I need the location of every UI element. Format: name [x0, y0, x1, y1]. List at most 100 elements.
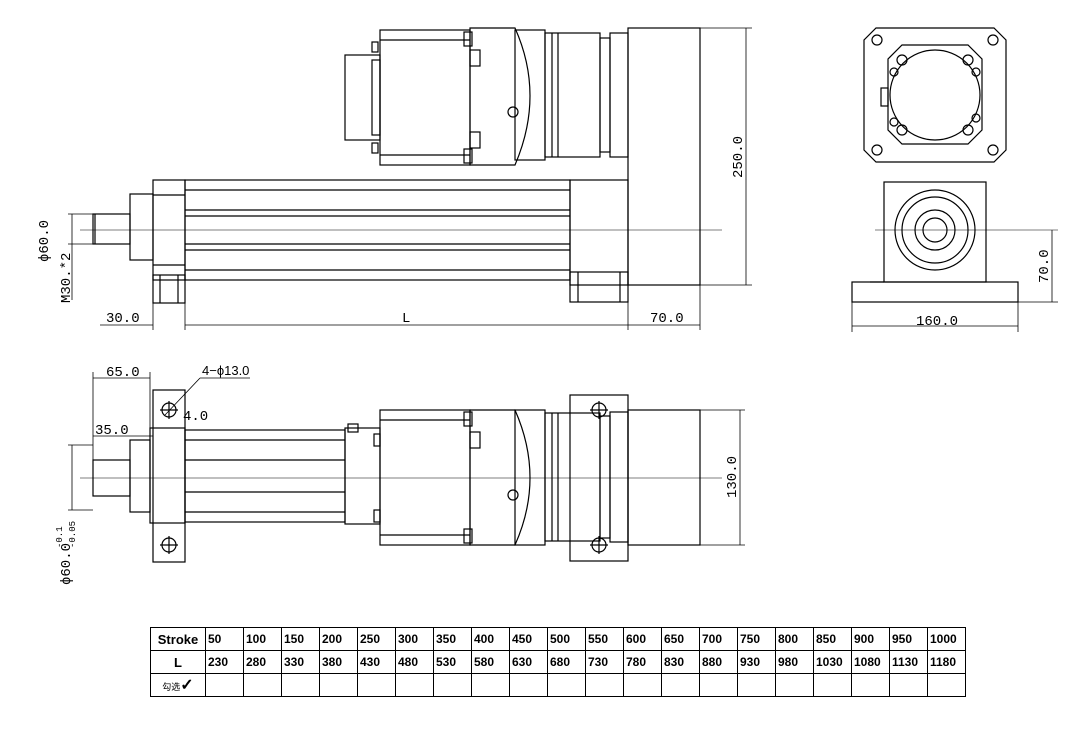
length-cell: 430 [357, 650, 396, 674]
length-cell: 330 [281, 650, 320, 674]
check-label: 勾选 [162, 682, 181, 692]
stroke-cell: 50 [205, 627, 244, 651]
dim-width-130: 130.0 [725, 456, 741, 498]
side-view-dimensions [68, 27, 752, 330]
length-cell: 1130 [889, 650, 928, 674]
dim-pos-35: 35.0 [95, 423, 129, 439]
check-cell[interactable] [737, 673, 776, 697]
length-cell: 930 [737, 650, 776, 674]
check-cell[interactable] [699, 673, 738, 697]
motor-connector [344, 54, 381, 141]
check-cell[interactable] [471, 673, 510, 697]
stroke-length-table: Stroke 50 100 150 200 250 300 350 400 45… [150, 627, 966, 697]
dim-offset-4: 4.0 [183, 409, 208, 425]
end-view [851, 27, 1058, 303]
check-header: 勾选✓ [150, 673, 206, 697]
dim-height-250: 250.0 [731, 136, 747, 178]
side-view [80, 27, 722, 304]
check-cell[interactable] [395, 673, 434, 697]
rod-end [129, 193, 154, 261]
stroke-cell: 150 [281, 627, 320, 651]
dim-holes-4x13: 4−ϕ13.0 [202, 363, 249, 378]
check-cell[interactable] [851, 673, 890, 697]
stroke-cell: 650 [661, 627, 700, 651]
check-cell[interactable] [927, 673, 966, 697]
stroke-cell: 800 [775, 627, 814, 651]
stroke-cell: 950 [889, 627, 928, 651]
length-cell: 830 [661, 650, 700, 674]
dim-offset-30: 30.0 [106, 311, 140, 327]
check-cell[interactable] [357, 673, 396, 697]
end-view-dimensions [851, 230, 1058, 332]
gear-reducer [469, 27, 531, 166]
length-cell: 230 [205, 650, 244, 674]
stroke-cell: 400 [471, 627, 510, 651]
rod-thread [92, 213, 131, 245]
stroke-cell: 600 [623, 627, 662, 651]
length-cell: 1030 [813, 650, 852, 674]
stroke-cell: 450 [509, 627, 548, 651]
top-view-dimensions [68, 372, 745, 546]
check-cell[interactable] [319, 673, 358, 697]
stroke-row: Stroke 50 100 150 200 250 300 350 400 45… [150, 627, 966, 651]
check-cell[interactable] [281, 673, 320, 697]
dim-pos-65: 65.0 [106, 365, 140, 381]
check-cell[interactable] [243, 673, 282, 697]
base-foot [851, 281, 1019, 303]
stroke-cell: 500 [547, 627, 586, 651]
check-cell[interactable] [623, 673, 662, 697]
stroke-cell: 1000 [927, 627, 966, 651]
length-row: L 230 280 330 380 430 480 530 580 630 68… [150, 650, 966, 674]
dim-base-width-160: 160.0 [916, 314, 958, 330]
length-cell: 680 [547, 650, 586, 674]
length-cell: 780 [623, 650, 662, 674]
length-cell: 980 [775, 650, 814, 674]
stroke-cell: 350 [433, 627, 472, 651]
stroke-cell: 900 [851, 627, 890, 651]
motor-shaft-circle [889, 49, 981, 141]
motor-end-plate [863, 27, 1007, 163]
length-cell: 380 [319, 650, 358, 674]
check-cell[interactable] [775, 673, 814, 697]
stroke-cell: 250 [357, 627, 396, 651]
stroke-cell: 100 [243, 627, 282, 651]
motor-body [379, 29, 471, 166]
dim-center-height-70: 70.0 [1037, 249, 1053, 283]
check-cell[interactable] [509, 673, 548, 697]
check-cell[interactable] [889, 673, 928, 697]
length-cell: 1180 [927, 650, 966, 674]
check-cell[interactable] [585, 673, 624, 697]
stroke-header: Stroke [150, 627, 206, 651]
stroke-cell: 850 [813, 627, 852, 651]
length-cell: 880 [699, 650, 738, 674]
top-view [80, 389, 722, 563]
stroke-cell: 550 [585, 627, 624, 651]
length-cell: 630 [509, 650, 548, 674]
dim-diameter-60-tol: ϕ60.0 [59, 543, 75, 585]
length-cell: 730 [585, 650, 624, 674]
length-header: L [150, 650, 206, 674]
length-cell: 530 [433, 650, 472, 674]
check-cell[interactable] [813, 673, 852, 697]
checkmark-icon: ✓ [180, 677, 194, 694]
stroke-cell: 750 [737, 627, 776, 651]
stroke-cell: 300 [395, 627, 434, 651]
dim-thread-m30: M30.*2 [59, 253, 75, 303]
stroke-cell: 200 [319, 627, 358, 651]
dim-rear-70: 70.0 [650, 311, 684, 327]
reducer-bolt-hole [507, 106, 519, 118]
dim-length-l: L [402, 311, 410, 327]
check-cell[interactable] [433, 673, 472, 697]
dim-tol-lower: -0.05 [68, 521, 78, 548]
length-cell: 1080 [851, 650, 890, 674]
length-cell: 280 [243, 650, 282, 674]
dim-diameter-60: ϕ60.0 [37, 220, 53, 262]
technical-drawing: 250.0 ϕ60.0 M30.*2 30.0 L 70.0 160.0 70.… [37, 27, 1058, 585]
check-cell[interactable] [661, 673, 700, 697]
length-cell: 480 [395, 650, 434, 674]
rear-housing [627, 27, 701, 286]
dim-tol-upper: -0.1 [55, 526, 65, 548]
check-cell[interactable] [205, 673, 244, 697]
check-cell[interactable] [547, 673, 586, 697]
check-row: 勾选✓ [150, 673, 966, 697]
